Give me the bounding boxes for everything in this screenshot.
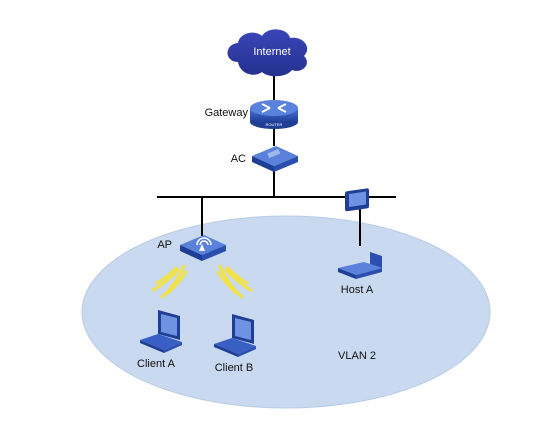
internet-cloud-icon: Internet (227, 29, 308, 77)
laptop-client-b-icon (214, 314, 256, 357)
router-icon: ROUTER (250, 100, 298, 129)
vlan-label: VLAN 2 (338, 350, 376, 362)
access-point-icon (180, 235, 226, 261)
gateway-label: Gateway (205, 107, 249, 119)
ap-label: AP (157, 239, 172, 251)
desktop-computer-icon (338, 188, 382, 279)
internet-label: Internet (253, 46, 290, 58)
laptop-client-a-icon (140, 310, 182, 353)
client-b-label: Client B (215, 362, 254, 374)
client-a-label: Client A (137, 358, 176, 370)
host-a-label: Host A (341, 284, 374, 296)
router-badge-text: ROUTER (266, 122, 283, 127)
vlan-area (81, 215, 491, 409)
access-controller-icon (252, 146, 298, 172)
ac-label: AC (231, 153, 246, 165)
wifi-signal-right-icon (216, 264, 253, 299)
wifi-signal-left-icon (151, 264, 188, 299)
